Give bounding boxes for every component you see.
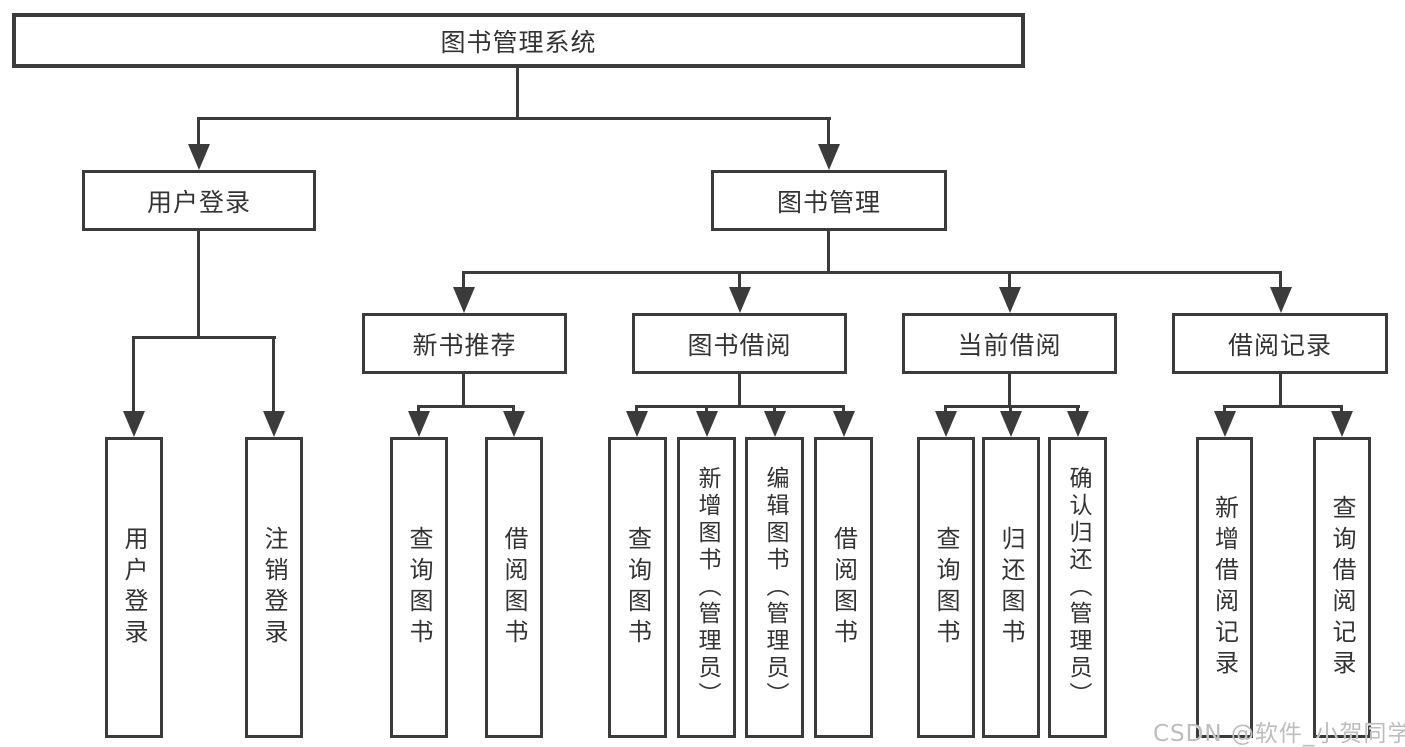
connector-line (516, 68, 519, 120)
connector-line (705, 405, 708, 413)
connector-line (132, 336, 276, 339)
connector-line (1008, 374, 1011, 407)
arrowhead-icon (1067, 411, 1089, 437)
arrowhead-icon (729, 287, 751, 313)
connector-line (197, 117, 831, 120)
connector-line (842, 405, 845, 413)
node-current-borrowing: 当前借阅 (902, 313, 1117, 374)
leaf-borrow-book-recommend: 借阅图书 (485, 437, 543, 738)
connector-line (512, 405, 515, 413)
arrowhead-icon (503, 411, 525, 437)
leaf-edit-book-admin-label: 编辑图书（管理员） (762, 466, 788, 709)
node-book-management: 图书管理 (711, 170, 947, 231)
node-user-login-label: 用户登录 (146, 187, 251, 217)
leaf-add-book-admin: 新增图书（管理员） (677, 437, 736, 738)
connector-line (462, 271, 465, 290)
connector-line (635, 405, 638, 413)
leaf-add-borrow-record-label: 新增借阅记录 (1210, 494, 1239, 681)
node-library-system-label: 图书管理系统 (440, 27, 597, 57)
node-borrow-records-label: 借阅记录 (1227, 330, 1332, 360)
leaf-return-book-label: 归还图书 (997, 525, 1025, 650)
leaf-query-borrow-record-label: 查询借阅记录 (1328, 494, 1356, 681)
node-library-system: 图书管理系统 (12, 13, 1025, 68)
node-book-borrowing: 图书借阅 (632, 313, 847, 374)
arrowhead-icon (935, 411, 957, 437)
node-book-management-label: 图书管理 (776, 187, 881, 217)
node-user-login: 用户登录 (82, 170, 316, 231)
leaf-borrow-book-label: 借阅图书 (829, 525, 858, 650)
leaf-query-books-current-label: 查询图书 (932, 525, 960, 650)
leaf-add-book-admin-label: 新增图书（管理员） (694, 466, 720, 709)
arrowhead-icon (833, 411, 855, 437)
leaf-edit-book-admin: 编辑图书（管理员） (745, 437, 804, 738)
leaf-query-books-recommend: 查询图书 (390, 437, 448, 738)
leaf-query-borrow-record: 查询借阅记录 (1313, 437, 1371, 738)
node-borrow-records: 借阅记录 (1172, 313, 1388, 374)
arrowhead-icon (263, 411, 285, 437)
connector-line (1340, 405, 1343, 413)
connector-line (738, 374, 741, 407)
arrowhead-icon (123, 411, 145, 437)
arrowhead-icon (1270, 287, 1292, 313)
connector-line (738, 271, 741, 290)
leaf-user-login: 用户登录 (105, 437, 163, 738)
connector-line (272, 336, 275, 413)
leaf-query-books-current: 查询图书 (917, 437, 975, 738)
arrowhead-icon (818, 144, 840, 170)
connector-line (197, 117, 200, 147)
leaf-query-books-recommend-label: 查询图书 (405, 525, 433, 650)
connector-line (1076, 405, 1079, 413)
connector-line (462, 374, 465, 407)
node-current-borrowing-label: 当前借阅 (957, 330, 1062, 360)
arrowhead-icon (696, 411, 718, 437)
arrowhead-icon (626, 411, 648, 437)
leaf-logout-label: 注销登录 (260, 525, 288, 650)
connector-line (1223, 405, 1343, 408)
connector-line (773, 405, 776, 413)
connector-line (1279, 374, 1282, 407)
connector-line (1279, 271, 1282, 290)
connector-line (635, 405, 845, 408)
leaf-confirm-return-admin: 确认归还（管理员） (1048, 437, 1107, 738)
arrowhead-icon (408, 411, 430, 437)
leaf-borrow-book: 借阅图书 (814, 437, 873, 738)
connector-line (1223, 405, 1226, 413)
connector-line (1009, 405, 1012, 413)
node-new-book-recommend: 新书推荐 (362, 313, 567, 374)
connector-line (827, 117, 830, 147)
connector-line (827, 231, 830, 273)
arrowhead-icon (1000, 411, 1022, 437)
connector-line (417, 405, 420, 413)
connector-line (944, 405, 1080, 408)
connector-line (132, 336, 135, 413)
watermark: CSDN @软件_小贺同学 (1153, 721, 1405, 747)
connector-line (1008, 271, 1011, 290)
connector-line (944, 405, 947, 413)
node-new-book-recommend-label: 新书推荐 (412, 330, 517, 360)
arrowhead-icon (453, 287, 475, 313)
leaf-logout: 注销登录 (245, 437, 303, 738)
leaf-return-book: 归还图书 (982, 437, 1040, 738)
leaf-add-borrow-record: 新增借阅记录 (1196, 437, 1253, 738)
leaf-user-login-label: 用户登录 (120, 525, 148, 650)
connector-line (462, 271, 1282, 274)
arrowhead-icon (764, 411, 786, 437)
leaf-confirm-return-admin-label: 确认归还（管理员） (1065, 466, 1091, 709)
connector-line (197, 231, 200, 338)
node-book-borrowing-label: 图书借阅 (687, 330, 792, 360)
arrowhead-icon (1331, 411, 1353, 437)
leaf-query-books-borrowing: 查询图书 (608, 437, 667, 738)
leaf-query-books-borrowing-label: 查询图书 (623, 525, 652, 650)
arrowhead-icon (999, 287, 1021, 313)
leaf-borrow-book-recommend-label: 借阅图书 (500, 525, 528, 650)
arrowhead-icon (1214, 411, 1236, 437)
connector-line (417, 405, 515, 408)
arrowhead-icon (188, 144, 210, 170)
